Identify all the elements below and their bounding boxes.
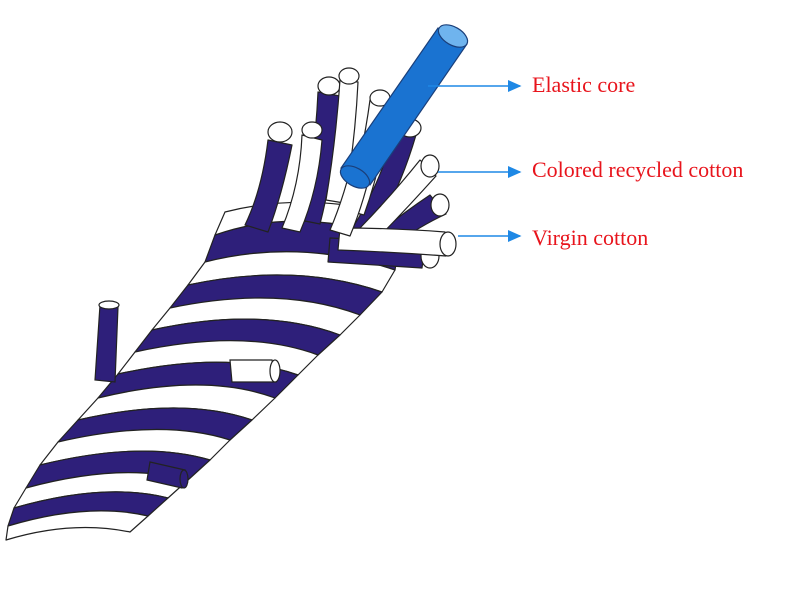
fiber-end [267,121,293,143]
fiber-end [179,469,189,489]
fiber-end [430,193,450,217]
colored-fiber-strand [146,461,186,489]
fiber-end [269,359,281,383]
pointer-arrows [428,80,522,242]
label-colored-recycled-cotton: Colored recycled cotton [532,157,744,182]
fiber-end [338,67,360,85]
virgin-fiber-strand [229,359,277,383]
fiber-end [439,231,457,257]
fiber-end [301,121,323,139]
colored-fiber-strand [94,304,119,383]
loose-fibers [94,300,281,489]
fiber-end [98,300,120,310]
virgin-fiber-strand [281,134,323,233]
virgin-fiber-band [5,510,149,541]
label-virgin-cotton: Virgin cotton [532,225,649,250]
fiber-end [420,154,440,178]
elastic-core-end [437,24,469,48]
fiber-end [317,76,341,96]
label-elastic-core: Elastic core [532,72,636,97]
elastic-core [339,24,469,189]
colored-fiber-strand [244,139,293,233]
